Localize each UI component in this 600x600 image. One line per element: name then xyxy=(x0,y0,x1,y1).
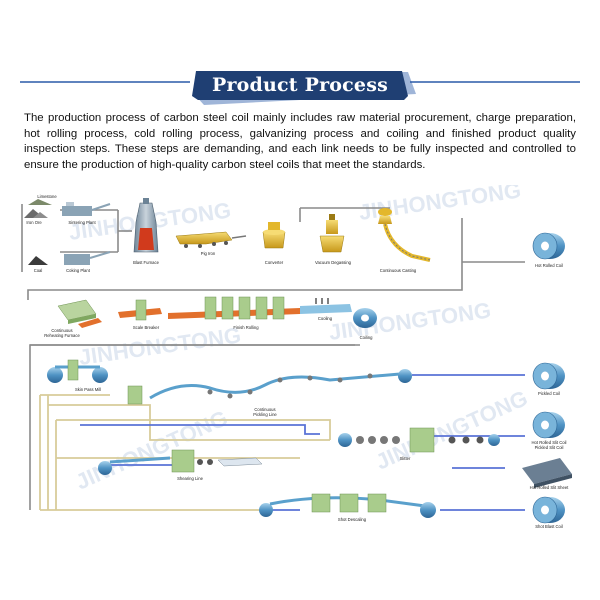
shearing-line: Shearing Line xyxy=(98,449,263,481)
blast-furnace: Blast Furnace xyxy=(133,198,160,265)
svg-text:Continuous: Continuous xyxy=(254,407,275,412)
pickling-line: Continuous Pickling Line xyxy=(127,369,412,417)
scale-breaker: Scale Breaker xyxy=(118,299,162,330)
svg-text:Pickled Coil: Pickled Coil xyxy=(538,391,560,396)
svg-text:Cooling: Cooling xyxy=(318,316,333,321)
converter-vessel: Converter xyxy=(262,222,286,265)
svg-text:Pickled Slit Coil: Pickled Slit Coil xyxy=(535,445,564,450)
cooling-section: Cooling xyxy=(300,298,352,321)
coal-pile: Coal xyxy=(28,256,48,273)
svg-text:Pig Iron: Pig Iron xyxy=(201,251,216,256)
finish-rolling-mill: Finish Rolling xyxy=(168,296,300,330)
svg-text:Limestone: Limestone xyxy=(37,194,57,199)
process-diagram: JINHONGTONG JINHONGTONG JINHONGTONG JINH… xyxy=(21,185,572,529)
svg-text:Converter: Converter xyxy=(265,260,284,265)
svg-text:JINHONGTONG: JINHONGTONG xyxy=(372,385,531,474)
reheating-furnace: Continuous Reheating Furnace xyxy=(44,299,102,338)
vacuum-degassing-unit: Vacuum Degassing xyxy=(315,214,352,265)
svg-text:Hot Rolled Coil: Hot Rolled Coil xyxy=(535,263,563,268)
page-title: Product Process xyxy=(211,74,389,96)
svg-text:JINHONGTONG: JINHONGTONG xyxy=(77,322,242,369)
svg-text:Hot Rolled Slit Coil: Hot Rolled Slit Coil xyxy=(532,440,567,445)
shot-descaling-line: Shot Descaling xyxy=(259,493,436,522)
slit-sheet-product: Hot Rolled Slit Sheet xyxy=(522,458,572,490)
svg-text:Coiling: Coiling xyxy=(360,335,373,340)
svg-text:Skin Pass Mill: Skin Pass Mill xyxy=(75,387,101,392)
pig-iron-train: Pig Iron xyxy=(175,231,247,256)
svg-text:Pickling Line: Pickling Line xyxy=(253,412,277,417)
svg-text:JINHONGTONG: JINHONGTONG xyxy=(72,405,231,494)
svg-text:Scale Breaker: Scale Breaker xyxy=(133,325,160,330)
svg-text:Vacuum Degassing: Vacuum Degassing xyxy=(315,260,352,265)
svg-text:Hot Rolled Slit Sheet: Hot Rolled Slit Sheet xyxy=(530,485,569,490)
continuous-casting-machine: Continuous Casting xyxy=(378,208,431,273)
slit-coil-product: Hot Rolled Slit Coil Pickled Slit Coil xyxy=(532,411,567,450)
shot-blast-coil-product: Shot Blast Coil xyxy=(532,496,565,529)
svg-text:Shearing Line: Shearing Line xyxy=(177,476,204,481)
svg-text:Slitter: Slitter xyxy=(400,456,411,461)
svg-text:Shot Descaling: Shot Descaling xyxy=(338,517,367,522)
skin-pass-mill: Skin Pass Mill xyxy=(47,359,108,392)
coking-plant: Coking Plant xyxy=(64,251,111,273)
limestone-pile: Limestone xyxy=(28,194,57,205)
iron-ore-pile: Iron Ore xyxy=(24,209,48,225)
svg-text:Reheating Furnace: Reheating Furnace xyxy=(44,333,80,338)
svg-text:Coal: Coal xyxy=(34,268,43,273)
slitter-line: Slitter xyxy=(338,427,500,461)
sintering-plant: Sintering Plant xyxy=(62,202,111,225)
svg-text:Blast Furnace: Blast Furnace xyxy=(133,260,160,265)
svg-text:JINHONGTONG: JINHONGTONG xyxy=(327,297,492,344)
svg-text:Coking Plant: Coking Plant xyxy=(66,268,91,273)
svg-text:Sintering Plant: Sintering Plant xyxy=(68,220,96,225)
coiling-unit: Coiling xyxy=(353,308,377,340)
svg-text:Continuous: Continuous xyxy=(51,328,72,333)
svg-text:Finish Rolling: Finish Rolling xyxy=(233,325,259,330)
intro-paragraph: The production process of carbon steel c… xyxy=(24,112,576,171)
hot-rolled-coil-product: Hot Rolled Coil xyxy=(532,232,565,268)
pickled-coil-product: Pickled Coil xyxy=(532,362,565,396)
svg-text:Continuous Casting: Continuous Casting xyxy=(380,268,417,273)
title-banner xyxy=(20,71,580,105)
svg-text:Iron Ore: Iron Ore xyxy=(26,220,42,225)
blue-flow-lines xyxy=(80,374,525,511)
svg-text:Shot Blast Coil: Shot Blast Coil xyxy=(535,524,563,529)
